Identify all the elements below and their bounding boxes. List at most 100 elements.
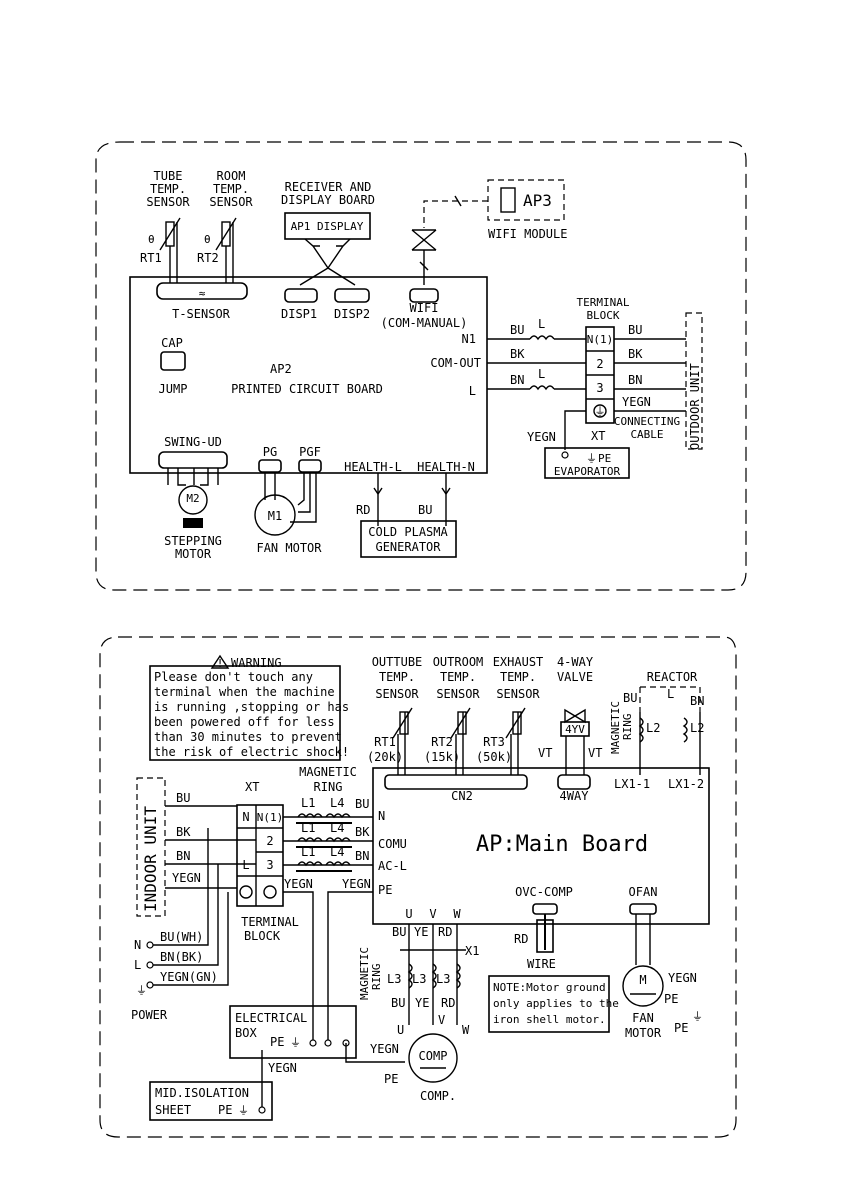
exhaust-label-1: EXHAUST bbox=[493, 655, 544, 669]
svg-text:⏚: ⏚ bbox=[692, 1010, 703, 1023]
o-rt1-label: RT1 bbox=[374, 735, 396, 749]
wifi-module-label: WIFI MODULE bbox=[488, 227, 567, 241]
cold-plasma-box bbox=[360, 520, 457, 558]
terminal-3: 3 bbox=[596, 381, 603, 395]
wifi-connector-icon bbox=[411, 229, 437, 251]
svg-text:SHEET: SHEET bbox=[155, 1103, 191, 1117]
cn2-label: CN2 bbox=[451, 789, 473, 803]
main-board bbox=[372, 767, 710, 925]
health-l-label: HEALTH-L bbox=[344, 460, 402, 474]
health-n-label: HEALTH-N bbox=[417, 460, 475, 474]
power-label: POWER bbox=[131, 1008, 168, 1022]
receiver-label-1: RECEIVER AND bbox=[285, 180, 372, 194]
i-wire-bu: BU bbox=[176, 791, 190, 805]
ap3-label: AP3 bbox=[523, 191, 552, 210]
comp-label: COMP. bbox=[420, 1089, 456, 1103]
svg-text:BU: BU bbox=[392, 925, 406, 939]
terminal-ground-icon bbox=[593, 404, 607, 418]
tube-sensor-label-1: TUBE bbox=[154, 169, 183, 183]
xt-label: XT bbox=[245, 780, 259, 794]
outtube-label-1: OUTTUBE bbox=[372, 655, 423, 669]
outdoor-unit-label: OUTDOOR UNIT bbox=[688, 363, 702, 450]
ap2-board bbox=[129, 276, 488, 474]
i-wire-bk: BK bbox=[176, 825, 191, 839]
svg-text:N(1): N(1) bbox=[257, 811, 284, 824]
room-sensor-label-3: SENSOR bbox=[209, 195, 253, 209]
receiver-label-2: DISPLAY BOARD bbox=[281, 193, 375, 207]
compressor bbox=[408, 1033, 458, 1083]
svg-text:U: U bbox=[397, 1023, 404, 1037]
power-bu-wh: BU(WH) bbox=[160, 930, 203, 944]
wire-label: WIRE bbox=[527, 957, 556, 971]
reactor-ring-label-1: MAGNETIC bbox=[609, 701, 622, 754]
reactor-l-top: L bbox=[538, 317, 545, 331]
svg-text:!: ! bbox=[217, 657, 224, 670]
electrical-box bbox=[229, 1005, 357, 1059]
terminal-block-label-1: TERMINAL bbox=[577, 296, 630, 309]
warning-line-5: than 30 minutes to prevent bbox=[154, 730, 342, 744]
room-sensor-label-1: ROOM bbox=[217, 169, 246, 183]
disp1-label: DISP1 bbox=[281, 307, 317, 321]
cn2-connector bbox=[384, 774, 528, 790]
svg-text:X1: X1 bbox=[465, 944, 479, 958]
svg-text:L4: L4 bbox=[330, 796, 344, 810]
valve-label-1: 4-WAY bbox=[557, 655, 594, 669]
exhaust-label-2: TEMP. bbox=[500, 670, 536, 684]
n1-wire-bu: BU bbox=[510, 323, 524, 337]
power-bn-bk: BN(BK) bbox=[160, 950, 203, 964]
outroom-label-1: OUTROOM bbox=[433, 655, 484, 669]
warning-line-1: Please don't touch any bbox=[154, 670, 313, 684]
svg-text:2: 2 bbox=[266, 834, 273, 848]
svg-text:L4: L4 bbox=[330, 845, 344, 859]
i-wire-bn: BN bbox=[176, 849, 190, 863]
svg-text:PE: PE bbox=[664, 992, 678, 1006]
reactor-l: L bbox=[667, 687, 674, 701]
svg-text:PE: PE bbox=[218, 1103, 232, 1117]
svg-text:PE: PE bbox=[270, 1035, 284, 1049]
pgf-connector bbox=[298, 459, 322, 473]
svg-text:L: L bbox=[134, 958, 141, 972]
reactor-l-bottom: L bbox=[538, 367, 545, 381]
connecting-cable-2: CABLE bbox=[630, 428, 663, 441]
svg-text:ELECTRICAL: ELECTRICAL bbox=[235, 1011, 307, 1025]
4way-connector bbox=[557, 774, 591, 790]
i-wire-yegn: YEGN bbox=[172, 871, 201, 885]
svg-text:θ: θ bbox=[148, 233, 155, 246]
svg-text:L1: L1 bbox=[301, 821, 315, 835]
svg-text:iron shell motor.: iron shell motor. bbox=[493, 1013, 606, 1026]
mb-wire-bu: BU bbox=[355, 797, 369, 811]
svg-text:⏚: ⏚ bbox=[238, 1104, 249, 1117]
svg-text:⏚: ⏚ bbox=[595, 405, 606, 418]
display-cables bbox=[299, 238, 356, 286]
terminal-2: 2 bbox=[596, 357, 603, 371]
svg-text:RD: RD bbox=[438, 925, 452, 939]
pe-wire-yegn-1: YEGN bbox=[284, 877, 313, 891]
svg-text:U: U bbox=[405, 907, 412, 921]
disp2-connector bbox=[334, 288, 370, 303]
out-wire-bu: BU bbox=[628, 323, 642, 337]
svg-text:W: W bbox=[462, 1023, 470, 1037]
connecting-cable-1: CONNECTING bbox=[614, 415, 680, 428]
vt-right: VT bbox=[588, 746, 602, 760]
outroom-label-3: SENSOR bbox=[436, 687, 480, 701]
valve-label-2: VALVE bbox=[557, 670, 593, 684]
stepping-motor-m2 bbox=[178, 485, 208, 515]
4yv-coil bbox=[560, 721, 590, 737]
reactor-ring-label-2: RING bbox=[621, 714, 634, 741]
lx1-2-label: LX1-2 bbox=[668, 777, 704, 791]
warning-title: WARNING bbox=[231, 656, 282, 670]
svg-text:4YV: 4YV bbox=[565, 723, 585, 736]
ring-label-1: MAGNETIC bbox=[299, 765, 357, 779]
svg-text:MOTOR: MOTOR bbox=[625, 1026, 662, 1040]
out-wire-yegn: YEGN bbox=[622, 395, 651, 409]
vt-left: VT bbox=[538, 746, 552, 760]
svg-text:N: N bbox=[134, 938, 141, 952]
note-box bbox=[488, 975, 610, 1033]
rt2-label: RT2 bbox=[197, 251, 219, 265]
svg-text:L3: L3 bbox=[387, 972, 401, 986]
mb-pe: PE bbox=[378, 883, 392, 897]
evaporator-label: EVAPORATOR bbox=[554, 465, 621, 478]
pcb-label: PRINTED CIRCUIT BOARD bbox=[231, 382, 383, 396]
outdoor-fan-motor bbox=[622, 965, 664, 1007]
